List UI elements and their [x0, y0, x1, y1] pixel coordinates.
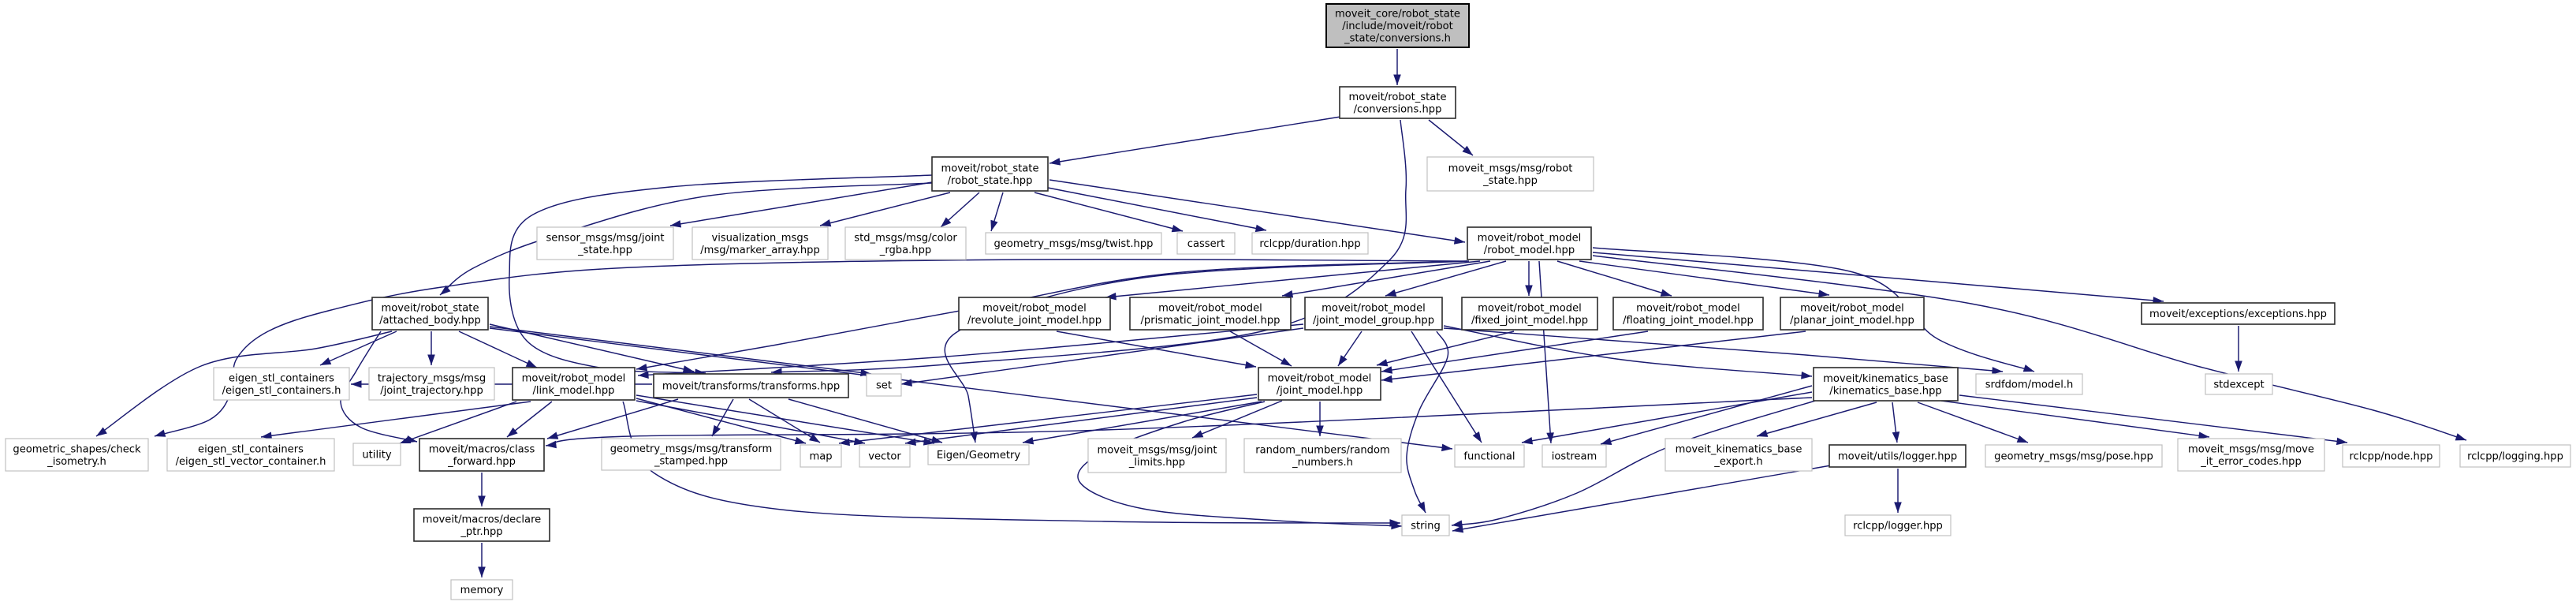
- svg-text:_ptr.hpp: _ptr.hpp: [460, 526, 502, 538]
- svg-text:set: set: [876, 380, 892, 392]
- svg-text:moveit/robot_state: moveit/robot_state: [381, 302, 479, 314]
- svg-text:visualization_msgs: visualization_msgs: [711, 232, 808, 244]
- svg-text:moveit/macros/class: moveit/macros/class: [429, 443, 535, 455]
- svg-text:moveit_msgs/msg/move: moveit_msgs/msg/move: [2188, 443, 2314, 455]
- svg-text:stdexcept: stdexcept: [2213, 379, 2264, 391]
- svg-text:vector: vector: [868, 451, 901, 463]
- svg-text:moveit/robot_model: moveit/robot_model: [1800, 302, 1904, 314]
- svg-text:moveit/utils/logger.hpp: moveit/utils/logger.hpp: [1838, 451, 1957, 463]
- svg-text:_it_error_codes.hpp: _it_error_codes.hpp: [2200, 456, 2302, 468]
- svg-text:moveit/robot_state: moveit/robot_state: [941, 163, 1038, 174]
- svg-text:geometry_msgs/msg/twist.hpp: geometry_msgs/msg/twist.hpp: [994, 238, 1154, 250]
- svg-text:/joint_model_group.hpp: /joint_model_group.hpp: [1313, 315, 1434, 327]
- svg-text:moveit/kinematics_base: moveit/kinematics_base: [1823, 373, 1948, 385]
- svg-text:moveit/robot_model: moveit/robot_model: [1322, 302, 1426, 314]
- svg-text:_state.hpp: _state.hpp: [1482, 175, 1538, 187]
- svg-text:/link_model.hpp: /link_model.hpp: [533, 385, 615, 397]
- svg-text:map: map: [809, 451, 832, 463]
- svg-text:/attached_body.hpp: /attached_body.hpp: [379, 315, 481, 327]
- svg-text:_numbers.h: _numbers.h: [1292, 457, 1353, 469]
- svg-text:_limits.hpp: _limits.hpp: [1128, 457, 1185, 469]
- svg-text:geometry_msgs/msg/pose.hpp: geometry_msgs/msg/pose.hpp: [1994, 451, 2153, 463]
- svg-text:utility: utility: [362, 450, 391, 461]
- svg-text:moveit_kinematics_base: moveit_kinematics_base: [1676, 443, 1802, 455]
- svg-text:/joint_trajectory.hpp: /joint_trajectory.hpp: [380, 385, 483, 397]
- svg-text:rclcpp/duration.hpp: rclcpp/duration.hpp: [1259, 238, 1360, 250]
- svg-text:eigen_stl_containers: eigen_stl_containers: [198, 443, 304, 455]
- svg-text:std_msgs/msg/color: std_msgs/msg/color: [854, 232, 957, 244]
- svg-text:moveit/macros/declare: moveit/macros/declare: [423, 514, 541, 525]
- svg-text:/robot_state.hpp: /robot_state.hpp: [948, 175, 1033, 187]
- svg-text:rclcpp/logging.hpp: rclcpp/logging.hpp: [2467, 451, 2563, 463]
- svg-text:functional: functional: [1463, 451, 1515, 463]
- svg-text:_stamped.hpp: _stamped.hpp: [654, 455, 728, 467]
- svg-text:memory: memory: [460, 585, 504, 596]
- svg-text:random_numbers/random: random_numbers/random: [1255, 444, 1389, 456]
- svg-text:_export.h: _export.h: [1713, 456, 1762, 468]
- svg-text:geometry_msgs/msg/transform: geometry_msgs/msg/transform: [610, 443, 773, 455]
- svg-text:cassert: cassert: [1187, 238, 1225, 250]
- svg-text:/eigen_stl_containers.h: /eigen_stl_containers.h: [222, 385, 341, 397]
- svg-text:string: string: [1411, 521, 1441, 532]
- svg-text:moveit/robot_model: moveit/robot_model: [1158, 302, 1262, 314]
- svg-text:/prismatic_joint_model.hpp: /prismatic_joint_model.hpp: [1141, 315, 1281, 327]
- svg-text:moveit/robot_model: moveit/robot_model: [1636, 302, 1740, 314]
- svg-text:_rgba.hpp: _rgba.hpp: [879, 245, 931, 256]
- svg-text:/floating_joint_model.hpp: /floating_joint_model.hpp: [1623, 315, 1754, 327]
- svg-text:/fixed_joint_model.hpp: /fixed_joint_model.hpp: [1471, 315, 1588, 327]
- svg-text:_forward.hpp: _forward.hpp: [447, 456, 516, 468]
- svg-text:moveit/robot_model: moveit/robot_model: [982, 302, 1087, 314]
- svg-text:moveit_core/robot_state: moveit_core/robot_state: [1335, 9, 1460, 21]
- svg-text:moveit/transforms/transforms.h: moveit/transforms/transforms.hpp: [662, 381, 840, 393]
- svg-text:moveit/robot_model: moveit/robot_model: [1478, 232, 1582, 244]
- svg-text:iostream: iostream: [1552, 451, 1597, 463]
- svg-text:moveit/robot_model: moveit/robot_model: [1268, 372, 1372, 384]
- svg-text:/msg/marker_array.hpp: /msg/marker_array.hpp: [700, 245, 820, 256]
- svg-text:/revolute_joint_model.hpp: /revolute_joint_model.hpp: [967, 315, 1102, 327]
- svg-text:/robot_model.hpp: /robot_model.hpp: [1484, 245, 1575, 256]
- svg-text:/eigen_stl_vector_container.h: /eigen_stl_vector_container.h: [176, 456, 326, 468]
- svg-text:rclcpp/node.hpp: rclcpp/node.hpp: [2350, 451, 2433, 463]
- svg-text:eigen_stl_containers: eigen_stl_containers: [229, 372, 334, 384]
- svg-text:/planar_joint_model.hpp: /planar_joint_model.hpp: [1790, 315, 1914, 327]
- svg-text:_state.hpp: _state.hpp: [577, 245, 632, 256]
- svg-text:moveit_msgs/msg/robot: moveit_msgs/msg/robot: [1448, 163, 1573, 174]
- svg-text:/kinematics_base.hpp: /kinematics_base.hpp: [1829, 385, 1941, 397]
- svg-text:Eigen/Geometry: Eigen/Geometry: [937, 450, 1021, 461]
- svg-text:sensor_msgs/msg/joint: sensor_msgs/msg/joint: [546, 232, 664, 244]
- svg-text:_state/conversions.h: _state/conversions.h: [1344, 33, 1451, 45]
- svg-text:trajectory_msgs/msg: trajectory_msgs/msg: [378, 372, 486, 384]
- svg-text:moveit/robot_model: moveit/robot_model: [1478, 302, 1582, 314]
- svg-text:moveit_msgs/msg/joint: moveit_msgs/msg/joint: [1097, 444, 1217, 456]
- svg-text:/include/moveit/robot: /include/moveit/robot: [1342, 21, 1453, 32]
- svg-text:/joint_model.hpp: /joint_model.hpp: [1277, 385, 1363, 397]
- svg-text:rclcpp/logger.hpp: rclcpp/logger.hpp: [1853, 521, 1943, 532]
- svg-text:moveit/robot_model: moveit/robot_model: [522, 372, 626, 384]
- svg-text:moveit/robot_state: moveit/robot_state: [1348, 92, 1446, 103]
- svg-text:moveit/exceptions/exceptions.h: moveit/exceptions/exceptions.hpp: [2149, 308, 2327, 320]
- svg-text:/conversions.hpp: /conversions.hpp: [1354, 103, 1442, 115]
- svg-text:geometric_shapes/check: geometric_shapes/check: [13, 443, 141, 455]
- svg-text:_isometry.h: _isometry.h: [47, 456, 106, 468]
- svg-text:srdfdom/model.h: srdfdom/model.h: [1985, 379, 2074, 391]
